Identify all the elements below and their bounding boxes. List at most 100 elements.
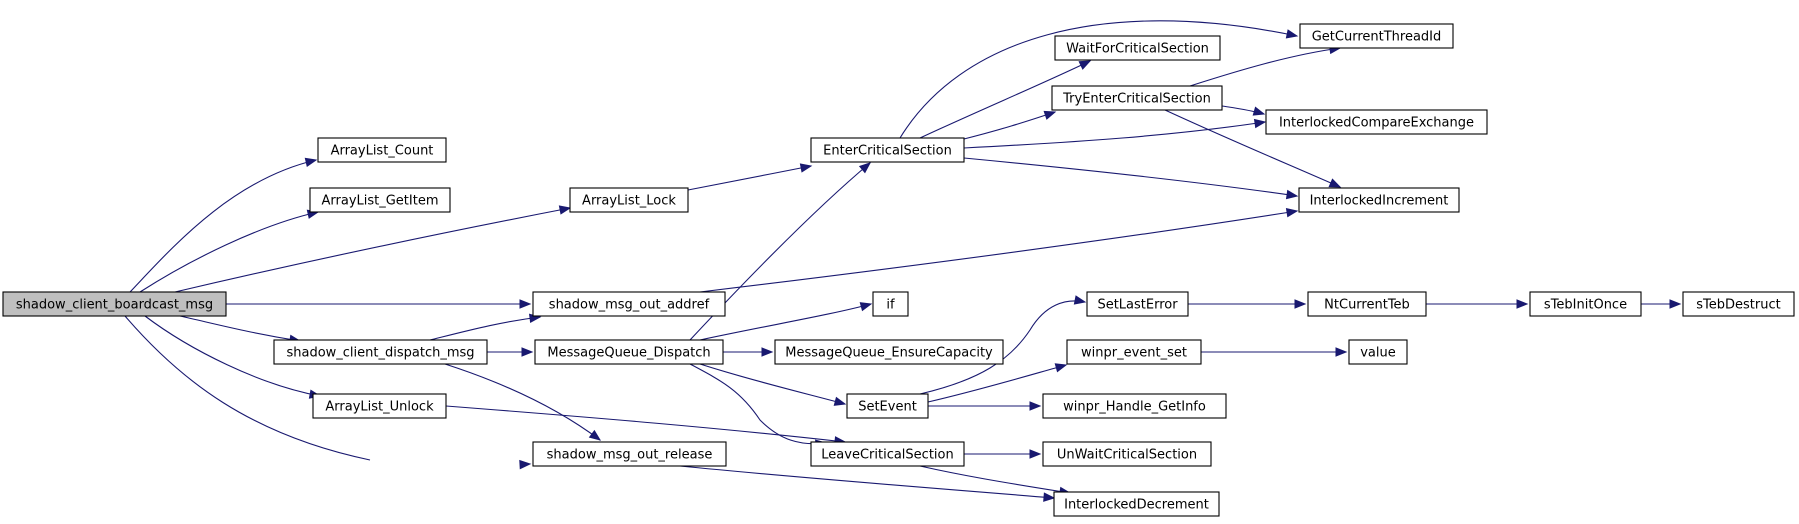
node-box — [1298, 187, 1460, 213]
edge-enter-to-increment — [963, 157, 1299, 200]
arrowhead — [1029, 401, 1042, 411]
node-box — [569, 187, 689, 213]
node-getitem[interactable]: ArrayList_GetItem — [309, 187, 451, 213]
node-lock[interactable]: ArrayList_Lock — [569, 187, 689, 213]
node-leave[interactable]: LeaveCriticalSection — [810, 441, 965, 467]
arrowhead — [1043, 110, 1057, 120]
node-label: SetLastError — [1097, 298, 1178, 313]
node-tryenter[interactable]: TryEnterCriticalSection — [1051, 85, 1223, 111]
edge-release-to-decrement — [679, 465, 1056, 502]
node-threadid[interactable]: GetCurrentThreadId — [1299, 23, 1454, 49]
node-enter[interactable]: EnterCriticalSection — [810, 137, 965, 163]
node-cmpxchg[interactable]: InterlockedCompareExchange — [1265, 109, 1488, 135]
edge-mqdispatch-to-setevent — [699, 363, 847, 406]
node-mqensure[interactable]: MessageQueue_EnsureCapacity — [774, 339, 1004, 365]
node-box — [810, 441, 965, 467]
edge-mqdispatch-to-mqensure — [722, 347, 774, 357]
node-label: winpr_event_set — [1081, 346, 1187, 361]
arrowhead — [1294, 299, 1307, 309]
arrowhead — [1073, 295, 1087, 305]
node-dispatch[interactable]: shadow_client_dispatch_msg — [273, 339, 488, 365]
arrowhead — [833, 396, 847, 406]
node-unlock[interactable]: ArrayList_Unlock — [312, 393, 447, 419]
edge-line — [899, 20, 1298, 139]
arrowhead — [558, 205, 572, 215]
edge-unlock-to-leave — [445, 405, 847, 446]
nodes-layer: shadow_client_boardcast_msg ArrayList_Cou… — [2, 23, 1795, 517]
node-label: if — [886, 298, 895, 313]
edge-line — [699, 210, 1298, 293]
edge-setlasterror-to-ntcurrentteb — [1187, 299, 1307, 309]
node-box — [1307, 291, 1427, 317]
node-decrement[interactable]: InterlockedDecrement — [1053, 491, 1220, 517]
node-box — [846, 393, 929, 419]
node-label: InterlockedIncrement — [1310, 194, 1449, 209]
edge-line — [174, 207, 571, 293]
node-handleinfo[interactable]: winpr_Handle_GetInfo — [1042, 393, 1227, 419]
arrowhead — [519, 459, 532, 470]
node-tebdestruct[interactable]: sTebDestruct — [1682, 291, 1795, 317]
node-release[interactable]: shadow_msg_out_release — [532, 441, 727, 467]
node-setlasterror[interactable]: SetLastError — [1086, 291, 1189, 317]
node-addref[interactable]: shadow_msg_out_addref — [532, 291, 726, 317]
node-box — [1265, 109, 1488, 135]
edge-line — [144, 315, 321, 397]
node-root[interactable]: shadow_client_boardcast_msg — [2, 291, 227, 317]
node-label: WaitForCriticalSection — [1066, 42, 1209, 57]
arrowhead — [859, 302, 873, 312]
edge-line — [1189, 47, 1341, 87]
edge-enter-to-wait — [919, 60, 1092, 139]
arrowhead — [1078, 60, 1092, 70]
node-box — [1299, 23, 1454, 49]
node-box — [2, 291, 227, 317]
node-label: InterlockedDecrement — [1064, 498, 1209, 513]
edge-mqdispatch-to-if — [699, 302, 873, 341]
node-box — [1682, 291, 1795, 317]
node-label: TryEnterCriticalSection — [1062, 92, 1211, 107]
edge-line — [963, 121, 1266, 149]
arrowhead — [858, 162, 872, 174]
node-ntcurrentteb[interactable]: NtCurrentTeb — [1307, 291, 1427, 317]
arrowhead — [799, 163, 813, 173]
node-box — [532, 291, 726, 317]
node-box — [1529, 291, 1642, 317]
arrowhead — [1516, 299, 1529, 309]
node-label: winpr_Handle_GetInfo — [1063, 400, 1206, 415]
edge-dispatch-to-release — [444, 363, 602, 441]
node-increment[interactable]: InterlockedIncrement — [1298, 187, 1460, 213]
node-label: GetCurrentThreadId — [1312, 30, 1442, 45]
node-label: EnterCriticalSection — [823, 144, 952, 159]
edge-dispatch-to-addref — [429, 313, 542, 341]
node-unwait[interactable]: UnWaitCriticalSection — [1042, 441, 1212, 467]
edge-root-to-addref — [225, 299, 532, 309]
node-setevent[interactable]: SetEvent — [846, 393, 929, 419]
edge-line — [919, 300, 1086, 395]
node-eventset[interactable]: winpr_event_set — [1066, 339, 1202, 365]
edge-setevent-to-setlasterror — [919, 295, 1087, 395]
edge-enter-to-tryenter — [959, 110, 1057, 141]
node-mqdispatch[interactable]: MessageQueue_Dispatch — [534, 339, 724, 365]
node-if[interactable]: if — [872, 291, 909, 317]
node-box — [1066, 339, 1202, 365]
node-tebinit[interactable]: sTebInitOnce — [1529, 291, 1642, 317]
edge-line — [1164, 109, 1341, 188]
node-label: MessageQueue_EnsureCapacity — [785, 346, 993, 361]
arrowhead — [1285, 29, 1299, 39]
edge-tryenter-to-increment — [1164, 109, 1342, 188]
node-value[interactable]: value — [1348, 339, 1408, 365]
node-count[interactable]: ArrayList_Count — [317, 137, 447, 163]
edge-line — [963, 157, 1298, 197]
node-wait[interactable]: WaitForCriticalSection — [1054, 35, 1221, 61]
arrowhead — [588, 429, 602, 441]
node-label: NtCurrentTeb — [1324, 298, 1410, 313]
node-box — [273, 339, 488, 365]
node-label: ArrayList_Count — [331, 144, 434, 159]
arrowhead — [1328, 178, 1342, 188]
edge-line — [959, 111, 1056, 141]
edge-line — [429, 316, 541, 341]
arrowhead — [761, 347, 774, 357]
node-box — [810, 137, 965, 163]
arrowhead — [1669, 299, 1682, 309]
edge-root-to-dispatch — [179, 315, 302, 345]
